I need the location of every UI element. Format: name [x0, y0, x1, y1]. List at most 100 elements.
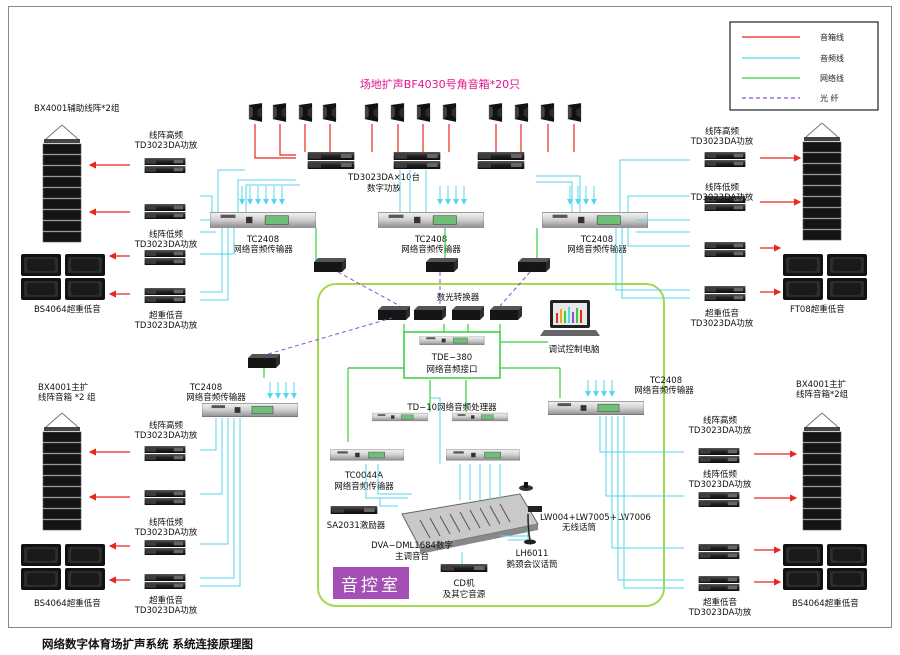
- horn-speaker: [272, 103, 287, 122]
- amp-r3-label-b: TD3023DA功放: [690, 318, 754, 329]
- digital-amp-racks: [307, 152, 525, 169]
- sa2031-unit: [330, 506, 378, 514]
- horn-speaker: [540, 103, 555, 122]
- label-bx4001-main-left-1: BX4001主扩: [38, 382, 89, 393]
- amp-r1-label-a: 线阵高频: [705, 126, 740, 137]
- audio-lines-side: [200, 219, 690, 589]
- td10-unit: [452, 412, 508, 422]
- sa2031-label: SA2031激励器: [327, 520, 386, 531]
- tc2408-label-d2: 网络音频传输器: [186, 392, 246, 403]
- dva-label-a: DVA−DML1684数字: [371, 540, 453, 551]
- tc2408-label-e: TC2408: [649, 376, 682, 386]
- amp-r2-label-b: TD3023DA功放: [690, 192, 754, 203]
- digital-amp-label-b: 数字功放: [367, 183, 402, 194]
- legend-label-network: 网络线: [820, 73, 844, 83]
- fiber-converter: [452, 306, 484, 320]
- amp-l6-label-a: 超重低音: [149, 595, 184, 606]
- horn-speaker: [390, 103, 405, 122]
- horn-speakers: [248, 103, 582, 122]
- fiber-converter: [490, 306, 522, 320]
- fiber-lines: [267, 271, 531, 355]
- line-array-upper-right: [802, 122, 842, 241]
- tc0044a-unit: [446, 449, 520, 461]
- line-array-upper-left: [42, 124, 82, 243]
- fiber-converter: [414, 306, 446, 320]
- converter-label: 数光转换器: [437, 292, 480, 303]
- amp-r1-label-b: TD3023DA功放: [690, 136, 754, 147]
- gooseneck-mic-icon: [524, 513, 536, 545]
- line-array-lower-right: [802, 412, 842, 531]
- label-bx4001-main-left-2: 线阵音箱 *2 组: [38, 392, 96, 403]
- horn-speaker: [322, 103, 337, 122]
- page-caption: 网络数字体育场扩声系统 系统连接原理图: [42, 637, 254, 651]
- tc2408-label-c: TC2408: [580, 235, 613, 245]
- diagram-frame: [8, 6, 892, 628]
- amp-l4-label-a: 线阵高频: [149, 420, 184, 431]
- line-array-lower-left: [42, 412, 82, 531]
- lh6011-label-b: 鹅颈会议话筒: [506, 559, 557, 570]
- tc2408-label-e2: 网络音频传输器: [634, 385, 694, 396]
- label-bs4064-ul: BS4064超重低音: [34, 304, 101, 315]
- amp-r5-label-b: TD3023DA功放: [688, 479, 752, 490]
- horn-speaker: [248, 103, 263, 122]
- wireless-mic-label-a: LW004+LW7005+LW7006: [540, 513, 651, 523]
- horn-speaker: [416, 103, 431, 122]
- horn-speaker: [488, 103, 503, 122]
- legend-label-fiber: 光 纤: [820, 93, 839, 103]
- switch-box: [314, 258, 346, 272]
- amp-l6-label-b: TD3023DA功放: [134, 605, 198, 616]
- amp-l3-label-b: TD3023DA功放: [134, 320, 198, 331]
- legend-label-audio: 音频线: [820, 53, 844, 63]
- label-bs4064-ll: BS4064超重低音: [34, 598, 101, 609]
- laptop-icon: [540, 300, 600, 336]
- amp-r4-label-b: TD3023DA功放: [688, 425, 752, 436]
- horn-speaker: [364, 103, 379, 122]
- switch-box: [426, 258, 458, 272]
- horn-speaker: [514, 103, 529, 122]
- amp-l1-label-a: 线阵高频: [149, 130, 184, 141]
- amp-r4-label-a: 线阵高频: [703, 415, 738, 426]
- tde380-unit: [419, 336, 485, 345]
- mixing-console: [401, 493, 539, 554]
- amp-r2-label-a: 线阵低频: [705, 182, 740, 193]
- audio-lines-console: [365, 397, 529, 566]
- switch-box: [248, 354, 280, 368]
- tc2408-unit-center: [378, 212, 484, 228]
- amp-l4-label-b: TD3023DA功放: [134, 430, 198, 441]
- tc2408-label-d: TC2408: [189, 383, 222, 393]
- lh6011-label-a: LH6011: [516, 549, 549, 559]
- control-room-badge: 音控室: [333, 567, 409, 599]
- tc2408-label-a2: 网络音频传输器: [233, 244, 293, 255]
- cd-player-unit: [440, 564, 488, 572]
- amp-l5-label-b: TD3023DA功放: [134, 527, 198, 538]
- horn-speaker: [567, 103, 582, 122]
- fiber-converter: [378, 306, 410, 320]
- wireless-mic-icon: [519, 482, 542, 512]
- amp-r6-label-a: 超重低音: [703, 597, 738, 608]
- network-lines: [263, 228, 561, 442]
- top-title: 场地扩声BF4030号角音箱*20只: [360, 77, 520, 91]
- amp-l1-label-b: TD3023DA功放: [134, 140, 198, 151]
- amp-r5-label-a: 线阵低频: [703, 469, 738, 480]
- horn-speaker: [298, 103, 313, 122]
- speaker-lines-side: [88, 154, 802, 586]
- tc2408-unit-right: [542, 212, 648, 228]
- legend: 音箱线 音频线 网络线 光 纤: [729, 21, 879, 111]
- tc0044a-unit: [330, 449, 404, 461]
- tc2408-label-c2: 网络音频传输器: [567, 244, 627, 255]
- label-bx4001-main-right-1: BX4001主扩: [796, 379, 847, 390]
- control-room-border: [317, 283, 665, 607]
- label-ft08: FT08超重低音: [790, 304, 845, 315]
- input-arrows: [239, 186, 615, 399]
- tc2408-unit-left: [210, 212, 316, 228]
- legend-label-speaker: 音箱线: [820, 32, 844, 42]
- td10-label: TD−10网络音频处理器: [406, 402, 497, 413]
- amp-l3-label-a: 超重低音: [149, 310, 184, 321]
- pc-label: 调试控制电脑: [548, 344, 600, 355]
- tc0044a-label-b: 网络音频传输器: [334, 481, 394, 492]
- tde380-label-b: 网络音频接口: [426, 364, 477, 375]
- cd-label-b: 及其它音源: [443, 589, 486, 600]
- tc2408-label-a: TC2408: [246, 235, 279, 245]
